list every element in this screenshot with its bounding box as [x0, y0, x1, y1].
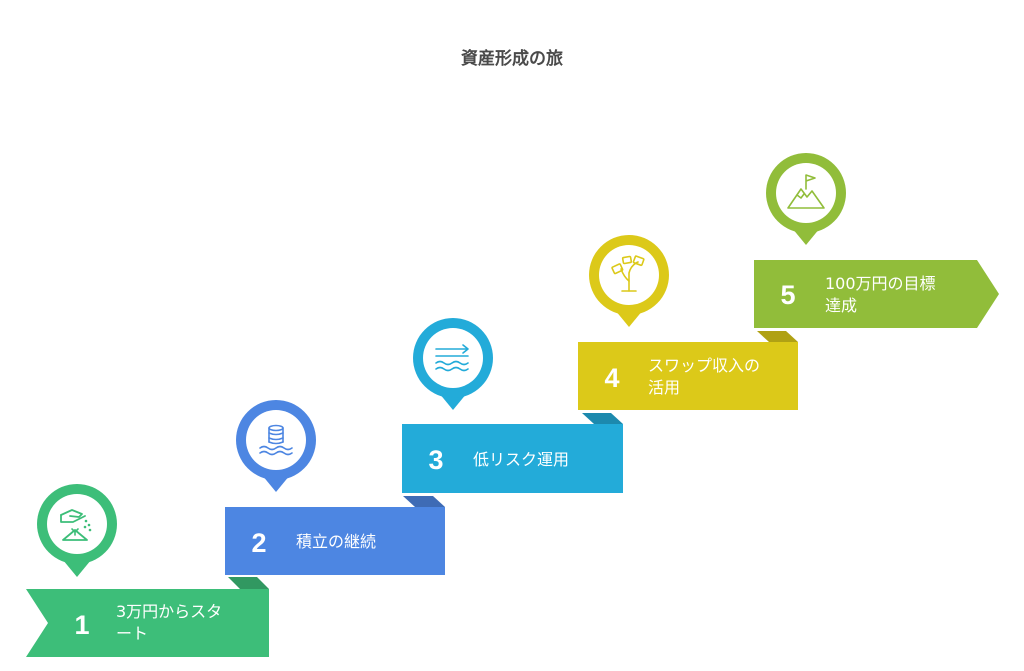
step-2-label-line-1: 積立の継続	[296, 532, 376, 551]
step-4: 4 スワップ収入の 活用	[578, 235, 798, 410]
step-4-label-line-2: 活用	[648, 378, 680, 397]
hand-seeding-icon	[60, 509, 92, 541]
step-1-label-line-2: ート	[116, 624, 148, 643]
step-1-pin-inner	[47, 494, 107, 554]
step-1: 1 3万円からスタ ート	[26, 484, 269, 657]
step-3-fold	[582, 413, 623, 424]
step-2-fold	[403, 496, 445, 507]
step-4-number: 4	[604, 363, 619, 393]
step-3-pin-inner	[423, 328, 483, 388]
step-3-banner	[402, 424, 623, 493]
step-1-number: 1	[74, 610, 89, 640]
step-1-pin-tail	[63, 560, 91, 577]
step-5: 5 100万円の目標 達成	[754, 153, 999, 328]
mountain-flag-icon	[787, 174, 825, 209]
step-4-label-line-1: スワップ収入の	[648, 356, 760, 375]
waves-arrow-icon	[435, 344, 469, 372]
step-3-pin	[413, 318, 493, 410]
step-4-fold	[757, 331, 798, 342]
step-2: 2 積立の継続	[225, 400, 445, 575]
step-1-fold	[228, 577, 269, 589]
step-3-number: 3	[428, 445, 443, 475]
coin-stack-water-icon	[259, 424, 293, 456]
step-3: 3 低リスク運用	[402, 318, 623, 493]
step-5-pin-inner	[776, 163, 836, 223]
step-5-banner	[754, 260, 999, 328]
step-5-pin	[766, 153, 846, 245]
step-1-banner	[26, 589, 269, 657]
step-3-label-line-1: 低リスク運用	[473, 450, 569, 469]
step-5-label-line-2: 達成	[825, 296, 857, 315]
step-1-label-line-1: 3万円からスタ	[116, 602, 222, 621]
step-1-pin	[37, 484, 117, 577]
step-2-pin	[236, 400, 316, 492]
step-2-banner	[225, 507, 445, 575]
step-5-label-line-1: 100万円の目標	[825, 274, 936, 293]
growing-plant-icon	[611, 255, 645, 292]
step-2-number: 2	[251, 528, 266, 558]
step-4-pin	[589, 235, 669, 327]
diagram-title: 資産形成の旅	[461, 49, 563, 69]
step-4-banner	[578, 342, 798, 410]
step-5-number: 5	[780, 280, 795, 310]
